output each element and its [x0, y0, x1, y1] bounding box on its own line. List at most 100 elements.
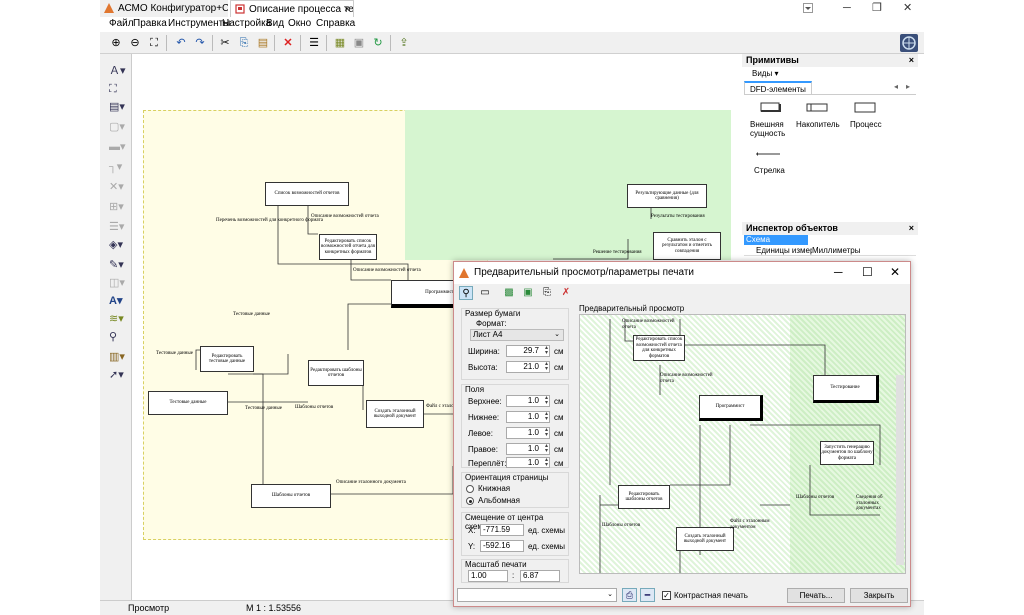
tab-dfd-elements[interactable]: DFD-элементы — [744, 81, 812, 95]
refresh-icon[interactable]: ↻ — [373, 37, 383, 49]
spinner-arrows-icon[interactable]: ▴▾ — [544, 395, 548, 406]
restore-icon[interactable]: ❐ — [872, 2, 882, 14]
diagram-box-report-features[interactable]: Список возможностей отчетов — [265, 182, 349, 206]
layers-tool-icon[interactable]: ≋▾ — [109, 313, 124, 325]
cut-icon[interactable]: ✂ — [220, 37, 230, 49]
fit-page-icon[interactable]: ▣ — [523, 287, 533, 298]
diagram-box-compare[interactable]: Сравнить эталон с результатом и отметить… — [653, 232, 721, 260]
diagram-icon[interactable]: ▦ — [334, 37, 346, 49]
menu-tools[interactable]: Инструменты — [168, 18, 231, 29]
height-spinner[interactable]: 21.0▴▾ — [506, 361, 550, 373]
font-tool-icon[interactable]: A▾ — [109, 295, 123, 307]
printer-select[interactable]: ⌄ — [457, 588, 617, 602]
menu-help[interactable]: Справка — [316, 18, 356, 29]
window-close-icon[interactable]: ✕ — [903, 2, 913, 14]
grid-tool-icon[interactable]: ⊞▾ — [109, 201, 124, 213]
app-globe-icon[interactable] — [900, 34, 918, 52]
zoom-out-icon[interactable]: ⊖ — [130, 37, 140, 49]
menu-file[interactable]: Файл — [109, 18, 134, 29]
group-tool-icon[interactable]: ▢▾ — [109, 121, 125, 133]
print-button[interactable]: Печать... — [787, 588, 845, 603]
zoom-in-icon[interactable]: ⊕ — [111, 37, 121, 49]
text-tool-icon[interactable]: Ａ▾ — [109, 65, 126, 77]
menu-window[interactable]: Окно — [288, 18, 312, 29]
dropdown-icon[interactable] — [803, 3, 813, 13]
contrast-print-checkbox[interactable]: ✓ — [662, 591, 671, 600]
fit-width-icon[interactable]: ▩ — [504, 287, 514, 298]
views-dropdown[interactable]: Виды ▾ — [752, 69, 779, 78]
primitive-store[interactable]: Накопитель — [796, 102, 842, 132]
line-style-tool-icon[interactable]: ✎▾ — [109, 259, 124, 271]
fill-tool-icon[interactable]: ◈▾ — [109, 239, 123, 251]
dialog-close-icon[interactable]: ✕ — [890, 265, 901, 279]
inspector-property-row[interactable]: Единицы измерения Миллиметры — [744, 246, 916, 256]
tab-configurator[interactable]: АСМО Конфигуратор+Систе — [100, 0, 228, 17]
margin-left-spinner[interactable]: 1.0▴▾ — [506, 427, 550, 439]
distribute-tool-icon[interactable]: ☰▾ — [109, 221, 125, 233]
dialog-maximize-icon[interactable]: ☐ — [862, 265, 873, 279]
diagram-box-report-templates[interactable]: Шаблоны отчетов — [251, 484, 331, 508]
landscape-radio[interactable] — [466, 497, 474, 505]
copy-page-icon[interactable]: ⎘ — [543, 287, 551, 298]
connector-tool-icon[interactable]: ┐▾ — [109, 161, 123, 173]
page-setup-icon[interactable]: ▭ — [480, 287, 490, 298]
fit-page-icon[interactable]: ⛶ — [150, 37, 158, 49]
print-preview-area[interactable]: Редактировать список возможностей отчета… — [579, 314, 906, 574]
scroll-left-icon[interactable]: ◂ — [894, 82, 899, 91]
chart-tool-icon[interactable]: ▥▾ — [109, 351, 125, 363]
menu-edit[interactable]: Правка — [133, 18, 167, 29]
spinner-arrows-icon[interactable]: ▴▾ — [544, 345, 548, 356]
scale-b-input[interactable]: 6.87 — [520, 570, 560, 582]
tab-process-description[interactable]: Описание процесса тест × — [230, 0, 354, 17]
primitive-external-entity[interactable]: Внешняя сущность — [750, 102, 796, 142]
spinner-arrows-icon[interactable]: ▴▾ — [544, 443, 548, 454]
spinner-arrows-icon[interactable]: ▴▾ — [544, 427, 548, 438]
diagram-box-test-data[interactable]: Тестовые данные — [148, 391, 228, 415]
diagram-box-edit-test-data[interactable]: Редактировать тестовые данные — [200, 346, 254, 372]
diagram-box-result-data[interactable]: Результирующие данные (для сравнения) — [627, 184, 707, 208]
diagram-box-create-reference[interactable]: Создать эталонный выходной документ — [366, 400, 424, 428]
redo-icon[interactable]: ↷ — [195, 37, 205, 49]
portrait-radio[interactable] — [466, 485, 474, 493]
preview-zoom-icon[interactable]: ⚲ — [459, 286, 473, 300]
margin-bottom-spinner[interactable]: 1.0▴▾ — [506, 411, 550, 423]
paste-icon[interactable]: ▤ — [257, 37, 269, 49]
menu-view[interactable]: Вид — [266, 18, 285, 29]
undo-icon[interactable]: ↶ — [176, 37, 186, 49]
spinner-arrows-icon[interactable]: ▴▾ — [544, 457, 548, 468]
scroll-right-icon[interactable]: ▸ — [906, 82, 911, 91]
minus-icon[interactable]: ━ — [640, 588, 655, 602]
primitive-process[interactable]: Процесс — [848, 102, 894, 132]
preview-scrollbar[interactable] — [896, 375, 904, 565]
save-icon[interactable]: ▣ — [353, 37, 365, 49]
printer-settings-icon[interactable]: ⎙ — [622, 588, 637, 602]
spinner-arrows-icon[interactable]: ▴▾ — [544, 411, 548, 422]
inspector-close-icon[interactable]: × — [908, 223, 914, 233]
tab-close-icon[interactable]: × — [344, 4, 350, 15]
menu-settings[interactable]: Настройка — [222, 18, 272, 29]
layer-tool-icon[interactable]: ◫▾ — [109, 277, 125, 289]
offset-x-input[interactable]: -771.59 — [480, 524, 524, 536]
primitive-arrow[interactable]: Стрелка — [752, 150, 798, 180]
find-tool-icon[interactable]: ⚲ — [109, 331, 118, 343]
delete-icon[interactable]: ✕ — [283, 37, 293, 49]
scale-a-input[interactable]: 1.00 — [468, 570, 508, 582]
margin-right-spinner[interactable]: 1.0▴▾ — [506, 443, 550, 455]
list-icon[interactable]: ☰ — [309, 37, 319, 49]
close-button[interactable]: Закрыть — [850, 588, 908, 603]
diagram-box-edit-features[interactable]: Редактировать список возможностей отчета… — [319, 234, 377, 260]
reset-icon[interactable]: ✗ — [561, 287, 571, 298]
format-select[interactable]: Лист А4 ⌄ — [470, 329, 564, 341]
copy-icon[interactable]: ⎘ — [239, 37, 249, 49]
select-tool-icon[interactable]: ⛶ — [109, 83, 117, 95]
width-spinner[interactable]: 29.7▴▾ — [506, 345, 550, 357]
pointer-tool-icon[interactable]: ➚▾ — [109, 369, 124, 381]
offset-y-input[interactable]: -592.16 — [480, 540, 524, 552]
inspector-selected-schema[interactable]: Схема — [744, 235, 808, 245]
margin-top-spinner[interactable]: 1.0▴▾ — [506, 395, 550, 407]
primitives-close-icon[interactable]: × — [908, 55, 914, 65]
spinner-arrows-icon[interactable]: ▴▾ — [544, 361, 548, 372]
dialog-minimize-icon[interactable]: ─ — [834, 265, 843, 279]
minimize-icon[interactable]: ─ — [843, 2, 851, 14]
export-icon[interactable]: ⇪ — [399, 37, 409, 49]
